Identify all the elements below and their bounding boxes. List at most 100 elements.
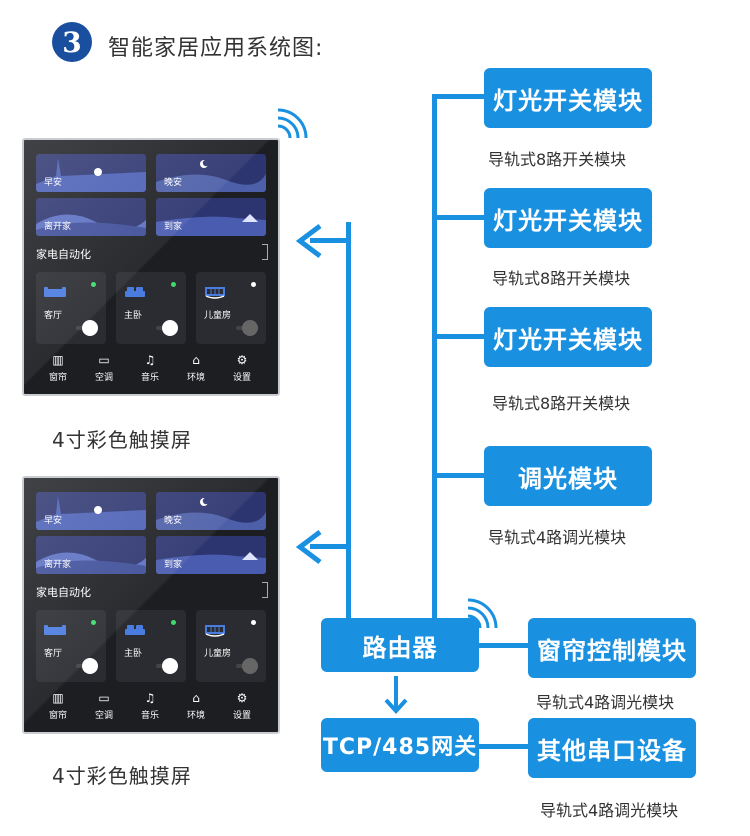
curtain-icon: ▥ bbox=[52, 691, 64, 705]
panel-link-line bbox=[310, 544, 348, 549]
nav-item[interactable]: ⌂环境 bbox=[176, 352, 216, 383]
nav-label: 音乐 bbox=[140, 373, 159, 383]
module-caption: 导轨式4路调光模块 bbox=[536, 693, 675, 712]
gateway-box: TCP/485网关 bbox=[321, 718, 479, 772]
serial-devices-module: 其他串口设备 bbox=[528, 718, 696, 778]
gear-icon: ⚙ bbox=[236, 691, 248, 705]
module-caption: 导轨式8路开关模块 bbox=[492, 269, 631, 288]
bus-branch-line bbox=[432, 94, 484, 99]
ac-icon: ▭ bbox=[98, 353, 110, 367]
scene-button[interactable]: 晚安 bbox=[156, 492, 266, 530]
nav-label: 设置 bbox=[232, 711, 251, 721]
scene-label: 离开家 bbox=[44, 560, 72, 570]
module-caption: 导轨式8路开关模块 bbox=[488, 150, 627, 169]
panel-link-line bbox=[310, 238, 348, 243]
nav-item[interactable]: ▥窗帘 bbox=[38, 352, 78, 383]
scene-label: 早安 bbox=[44, 516, 63, 526]
room-toggle[interactable] bbox=[236, 320, 258, 336]
nav-label: 空调 bbox=[94, 711, 113, 721]
room-tile[interactable]: 主卧 bbox=[116, 610, 186, 682]
home-icon: ⌂ bbox=[192, 353, 200, 367]
module-caption: 导轨式4路调光模块 bbox=[488, 528, 627, 547]
status-dot bbox=[91, 282, 96, 287]
scene-button[interactable]: 到家 bbox=[156, 198, 266, 236]
touch-panel-caption: 4寸彩色触摸屏 bbox=[52, 428, 192, 452]
home-icon: ⌂ bbox=[192, 691, 200, 705]
router-box: 路由器 bbox=[321, 618, 479, 672]
arrow-left-icon bbox=[295, 224, 322, 258]
page-title: 智能家居应用系统图: bbox=[108, 36, 324, 61]
nav-item[interactable]: ♫音乐 bbox=[130, 352, 170, 383]
nav-label: 设置 bbox=[232, 373, 251, 383]
nav-item[interactable]: ⌂ 环境 bbox=[176, 690, 216, 721]
room-tile[interactable]: 主卧 bbox=[116, 272, 186, 344]
nav-item[interactable]: ♫ 音乐 bbox=[130, 690, 170, 721]
room-label: 主卧 bbox=[124, 311, 143, 321]
scene-button[interactable]: 晚安 bbox=[156, 154, 266, 192]
gear-icon: ⚙ bbox=[236, 353, 248, 367]
status-dot bbox=[251, 620, 256, 625]
room-label: 主卧 bbox=[124, 649, 143, 659]
dimmer-module: 调光模块 bbox=[484, 446, 652, 506]
room-tile[interactable]: 儿童房 bbox=[196, 272, 266, 344]
gateway-link-line bbox=[478, 744, 528, 749]
nav-item[interactable]: ⚙ 设置 bbox=[222, 352, 262, 383]
scene-button[interactable]: 离开家 bbox=[36, 536, 146, 574]
scene-label: 到家 bbox=[164, 560, 183, 570]
room-toggle[interactable] bbox=[76, 658, 98, 674]
room-label: 客厅 bbox=[44, 311, 63, 321]
room-toggle[interactable] bbox=[76, 320, 98, 336]
light-switch-module-1: 灯光开关模块 bbox=[484, 68, 652, 128]
step-number-badge: 3 bbox=[52, 22, 92, 62]
room-tile[interactable]: 客厅 bbox=[36, 272, 106, 344]
scene-label: 晚安 bbox=[164, 516, 183, 526]
sofa-icon bbox=[44, 622, 66, 641]
light-switch-module-2: 灯光开关模块 bbox=[484, 188, 652, 248]
room-label: 客厅 bbox=[44, 649, 63, 659]
bus-branch-line bbox=[432, 334, 484, 339]
scene-label: 离开家 bbox=[44, 222, 72, 232]
scene-button[interactable]: 离开家 bbox=[36, 198, 146, 236]
bus-branch-line bbox=[432, 473, 484, 478]
room-toggle[interactable] bbox=[156, 320, 178, 336]
crib-icon bbox=[204, 284, 226, 303]
touch-panel-caption: 4寸彩色触摸屏 bbox=[52, 764, 192, 788]
arrow-left-icon bbox=[295, 530, 322, 564]
nav-item[interactable]: ▥ 窗帘 bbox=[38, 690, 78, 721]
nav-label: 窗帘 bbox=[48, 711, 67, 721]
router-link-line bbox=[478, 643, 528, 648]
scene-button[interactable]: 到家 bbox=[156, 536, 266, 574]
nav-item[interactable]: ⚙ 设置 bbox=[222, 690, 262, 721]
touch-panel: 早安晚安离开家到家家电自动化客厅主卧儿童房▥窗帘▭空调♫音乐⌂环境⚙设置 bbox=[22, 138, 280, 396]
status-dot bbox=[251, 282, 256, 287]
sofa-icon bbox=[44, 284, 66, 303]
bed-icon bbox=[124, 622, 146, 641]
section-title: 家电自动化 bbox=[36, 586, 91, 599]
nav-label: 音乐 bbox=[140, 711, 159, 721]
room-label: 儿童房 bbox=[204, 649, 232, 659]
room-toggle[interactable] bbox=[156, 658, 178, 674]
scene-button[interactable]: 早安 bbox=[36, 492, 146, 530]
bed-icon bbox=[124, 284, 146, 303]
section-more-icon[interactable] bbox=[262, 244, 268, 260]
room-tile[interactable]: 儿童房 bbox=[196, 610, 266, 682]
scene-label: 晚安 bbox=[164, 178, 183, 188]
crib-icon bbox=[204, 622, 226, 641]
bus-branch-line bbox=[432, 215, 484, 220]
room-label: 儿童房 bbox=[204, 311, 232, 321]
status-dot bbox=[91, 620, 96, 625]
nav-item[interactable]: ▭空调 bbox=[84, 352, 124, 383]
scene-button[interactable]: 早安 bbox=[36, 154, 146, 192]
music-icon: ♫ bbox=[144, 691, 156, 705]
room-toggle[interactable] bbox=[236, 658, 258, 674]
wifi-signal-icon bbox=[277, 108, 308, 139]
nav-item[interactable]: ▭ 空调 bbox=[84, 690, 124, 721]
section-more-icon[interactable] bbox=[262, 582, 268, 598]
ac-icon: ▭ bbox=[98, 691, 110, 705]
module-bus-line bbox=[432, 94, 437, 622]
nav-label: 环境 bbox=[186, 711, 205, 721]
nav-label: 窗帘 bbox=[48, 373, 67, 383]
room-tile[interactable]: 客厅 bbox=[36, 610, 106, 682]
scene-label: 到家 bbox=[164, 222, 183, 232]
module-caption: 导轨式4路调光模块 bbox=[540, 801, 679, 820]
